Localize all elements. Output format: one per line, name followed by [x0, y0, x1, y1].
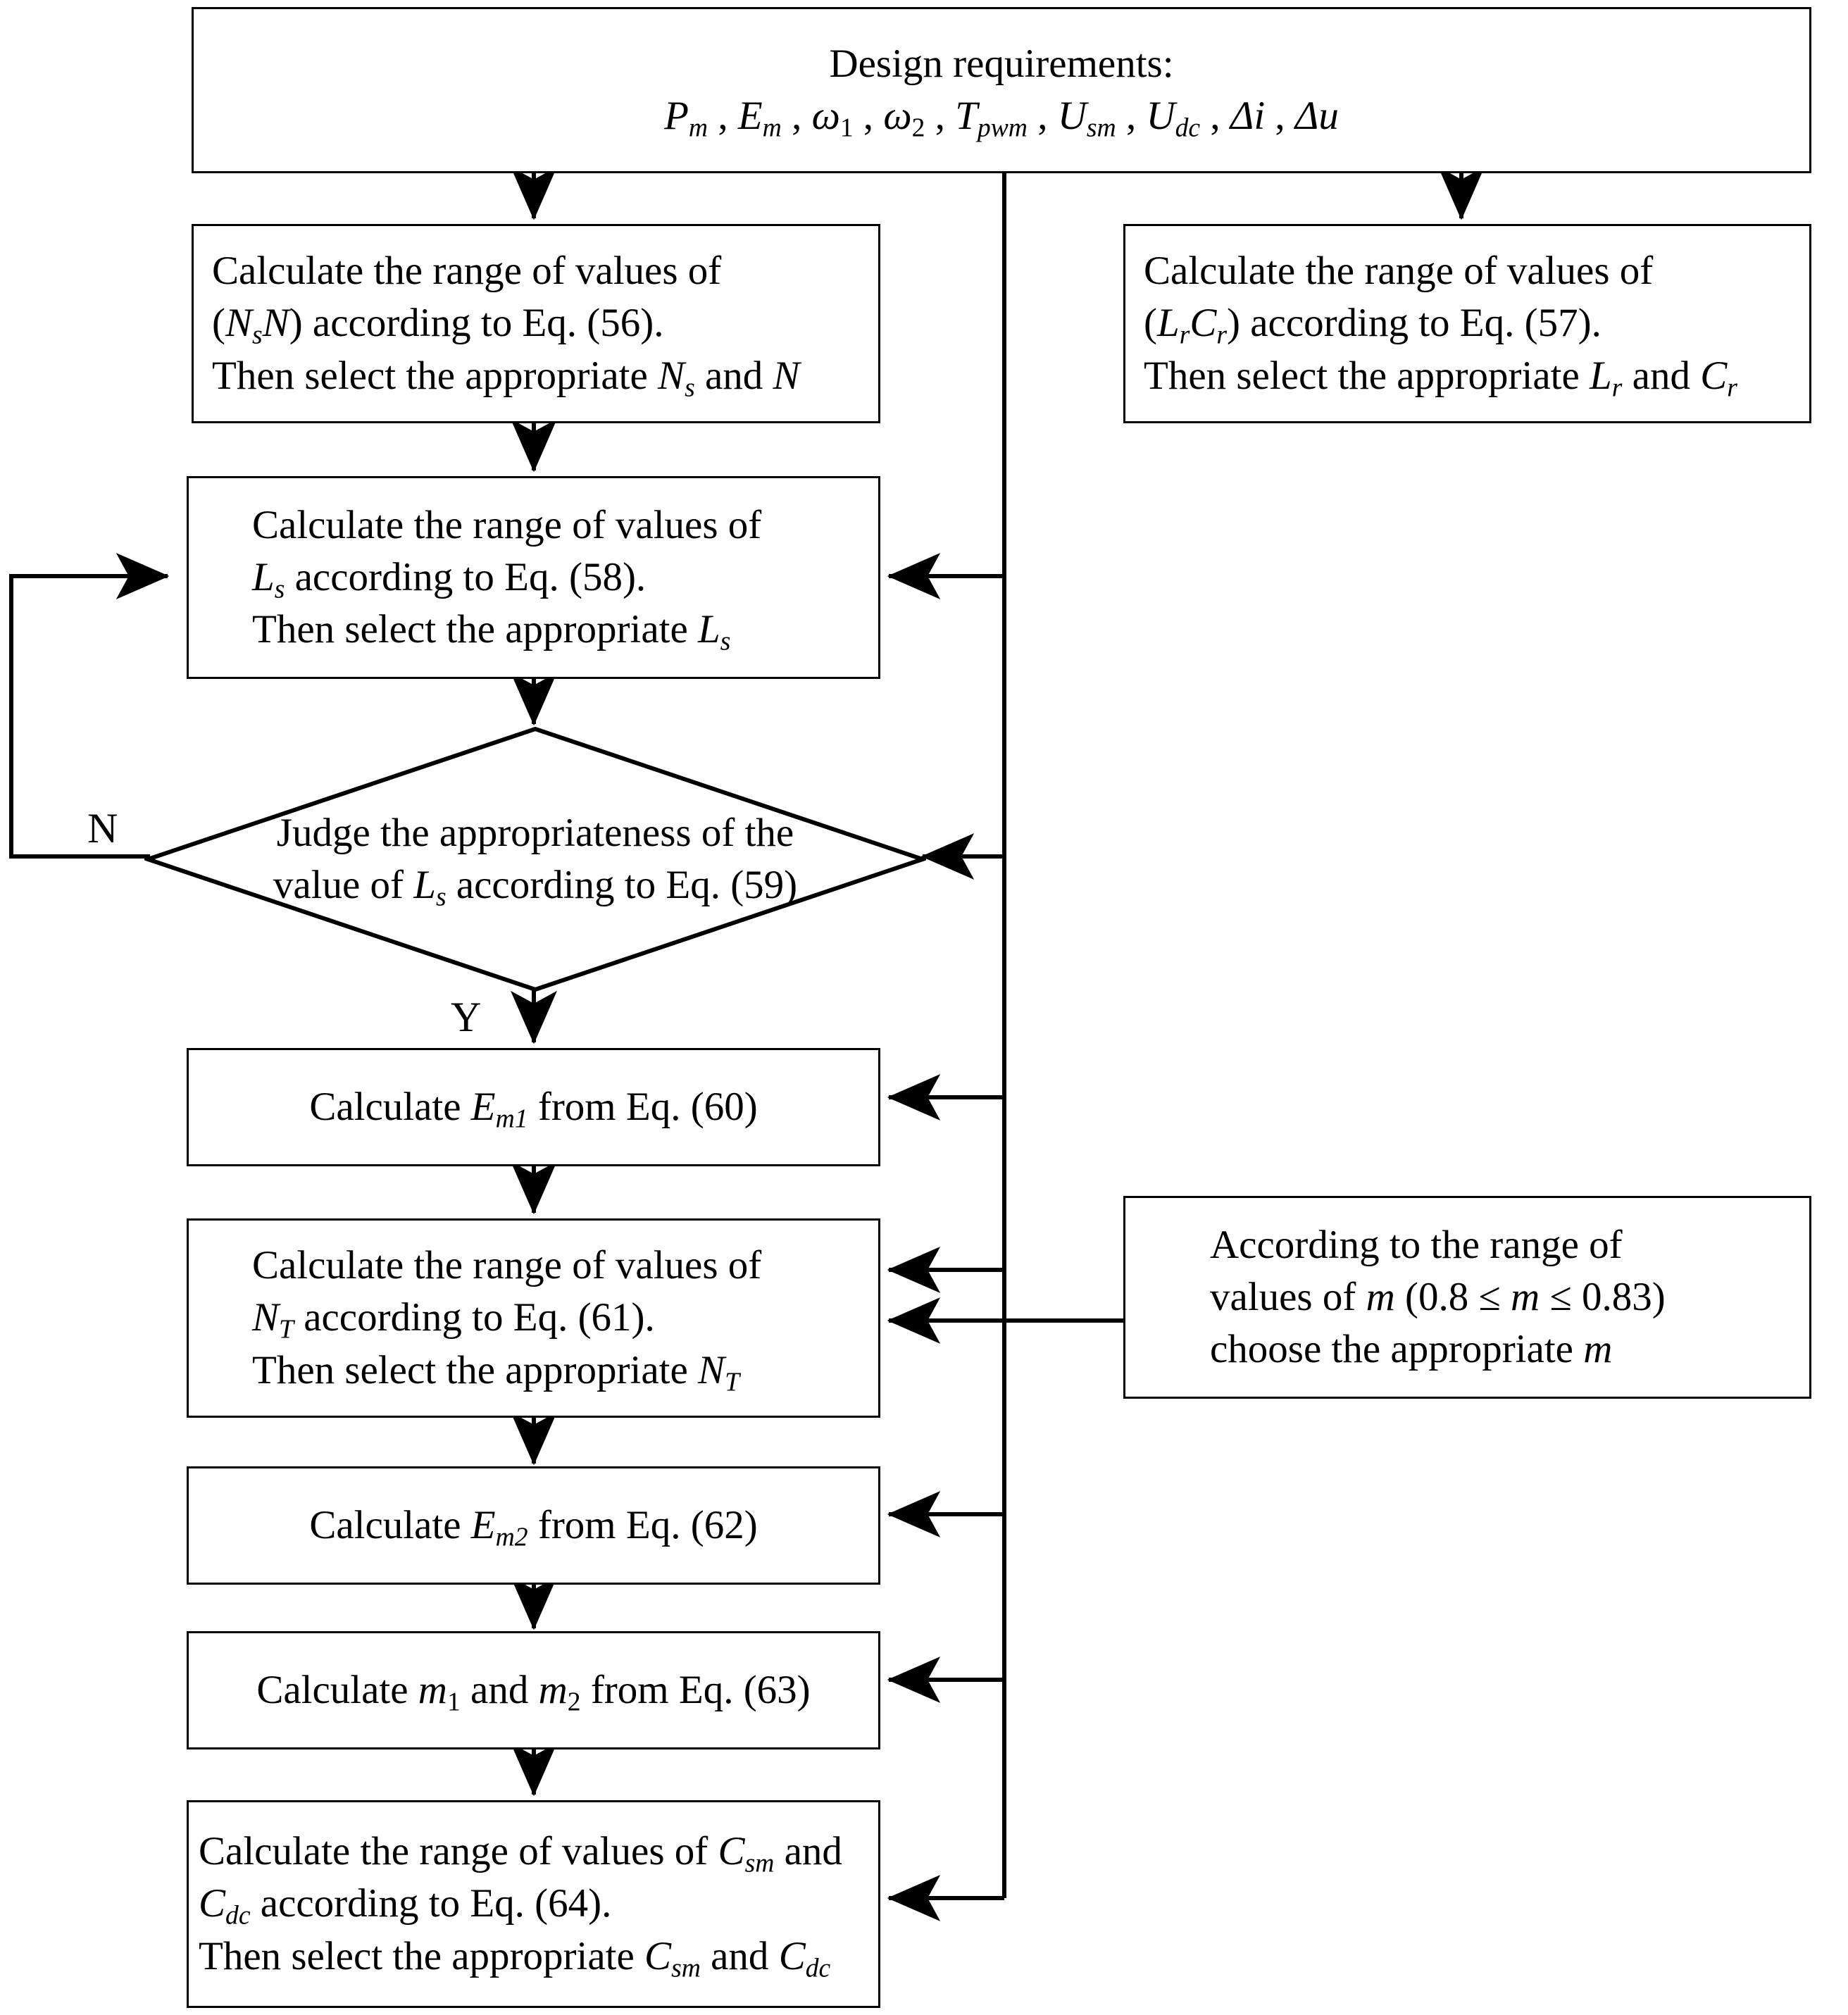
node-calc-nsn: Calculate the range of values of (NsN) a…: [192, 224, 880, 423]
calc-csm-line3: Then select the appropriate Csm and Cdc: [199, 1933, 831, 1983]
judge-ls-line1: Judge the appropriateness of the: [276, 810, 794, 855]
calc-csm-line1: Calculate the range of values of Csm and: [199, 1829, 842, 1878]
node-choose-m: According to the range of values of m (0…: [1123, 1196, 1811, 1399]
calc-csm-line2: Cdc according to Eq. (64).: [199, 1881, 612, 1930]
calc-nsn-line3: Then select the appropriate Ns and N: [212, 353, 800, 403]
node-judge-ls: Judge the appropriateness of the value o…: [141, 725, 930, 993]
node-calc-lrcr: Calculate the range of values of (LrCr) …: [1123, 224, 1811, 423]
calc-lrcr-line1: Calculate the range of values of: [1144, 249, 1654, 294]
judge-ls-text: Judge the appropriateness of the value o…: [144, 725, 926, 993]
node-calc-em1: Calculate Em1 from Eq. (60): [187, 1048, 880, 1166]
node-calc-csm-cdc: Calculate the range of values of Csm and…: [187, 1800, 880, 2008]
node-calc-nt: Calculate the range of values of NT acco…: [187, 1218, 880, 1418]
calc-lrcr-line3: Then select the appropriate Lr and Cr: [1144, 353, 1737, 403]
node-calc-m1m2: Calculate m1 and m2 from Eq. (63): [187, 1631, 880, 1749]
calc-nt-line2: NT according to Eq. (61).: [252, 1295, 655, 1345]
calc-m1m2-text: Calculate m1 and m2 from Eq. (63): [256, 1667, 811, 1717]
calc-nt-line1: Calculate the range of values of: [252, 1243, 762, 1288]
calc-nsn-line2: (NsN) according to Eq. (56).: [212, 301, 664, 350]
node-calc-ls: Calculate the range of values of Ls acco…: [187, 476, 880, 679]
calc-ls-line2: Ls according to Eq. (58).: [252, 554, 647, 604]
choose-m-line3: choose the appropriate m: [1210, 1327, 1613, 1372]
branch-label-yes: Y: [451, 994, 482, 1040]
diamond-shape: [141, 726, 930, 992]
calc-em1-text: Calculate Em1 from Eq. (60): [309, 1084, 758, 1134]
calc-ls-line1: Calculate the range of values of: [252, 502, 762, 547]
branch-label-no: N: [87, 805, 118, 851]
calc-nt-line3: Then select the appropriate NT: [252, 1347, 739, 1397]
node-calc-em2: Calculate Em2 from Eq. (62): [187, 1466, 880, 1585]
design-req-line1: Design requirements:: [829, 41, 1174, 86]
calc-nsn-line1: Calculate the range of values of: [212, 249, 722, 294]
calc-lrcr-line2: (LrCr) according to Eq. (57).: [1144, 301, 1602, 350]
choose-m-line2: values of m (0.8 ≤ m ≤ 0.83): [1210, 1274, 1666, 1319]
choose-m-line1: According to the range of: [1210, 1222, 1623, 1267]
design-req-params: Pm , Em , ω1 , ω2 , Tpwm , Usm , Udc , Δ…: [664, 94, 1339, 143]
judge-ls-line2: value of Ls according to Eq. (59): [273, 863, 798, 912]
calc-em2-text: Calculate Em2 from Eq. (62): [309, 1502, 758, 1552]
calc-ls-line3: Then select the appropriate Ls: [252, 607, 731, 656]
node-design-requirements: Design requirements: Pm , Em , ω1 , ω2 ,…: [192, 7, 1811, 173]
